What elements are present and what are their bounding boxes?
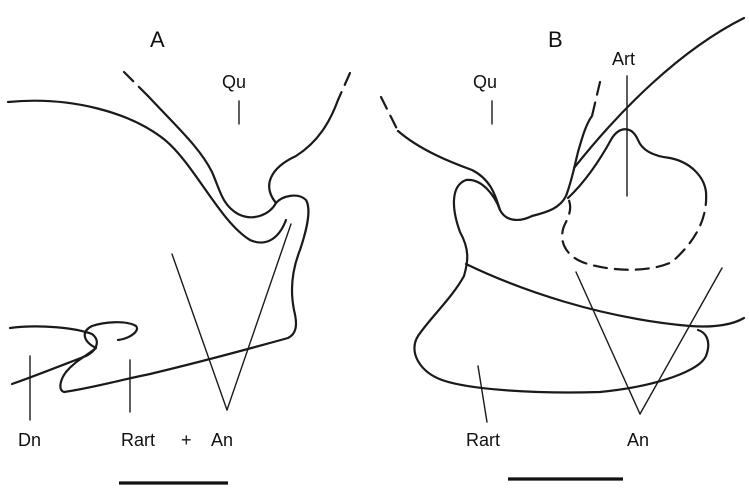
panel-b-an-leader-left (575, 271, 641, 415)
panel-b-quadrate-right-dashed (590, 80, 602, 118)
panel-a-dn-label: Dn (18, 430, 41, 450)
panel-b-articular-dashed (561, 190, 708, 271)
panel-b-retroarticular (413, 178, 710, 394)
panel-b-art-label: Art (612, 49, 635, 69)
panel-a-dentary (8, 325, 98, 386)
panel-a-an-leader-left (171, 253, 228, 411)
panel-b-upper-line (572, 16, 746, 170)
panel-b-rart-leader (477, 365, 488, 423)
panel-a-quadrate-left-dashed (122, 70, 150, 98)
panel-b-an-leader-right (639, 267, 723, 415)
panel-b: B Qu Art Rart An (379, 16, 746, 481)
panel-b-an-label: An (627, 430, 649, 450)
panel-a-an-leader-right (226, 223, 292, 411)
panel-a-articular-process (59, 194, 310, 394)
panel-b-quadrate-left-dashed (379, 95, 400, 133)
panel-b-quadrate-outline (396, 114, 594, 222)
panel-a-qu-label: Qu (222, 72, 246, 92)
panel-b-divider-curve (464, 262, 746, 328)
panel-b-letter: B (548, 27, 563, 52)
panel-b-qu-label: Qu (473, 72, 497, 92)
panel-a-upper-jaw-curve (6, 99, 288, 244)
panel-b-articular-surface (566, 128, 708, 200)
panel-a-letter: A (150, 27, 165, 52)
panel-b-rart-label: Rart (466, 430, 500, 450)
panel-a-quadrate-outline (146, 94, 340, 219)
panel-a-plus-label: + (181, 430, 192, 450)
panel-a: A Qu Dn Rart + An (6, 27, 352, 485)
panel-a-quadrate-right-dashed (336, 71, 352, 102)
panel-a-rart-label: Rart (121, 430, 155, 450)
panel-a-an-label: An (211, 430, 233, 450)
